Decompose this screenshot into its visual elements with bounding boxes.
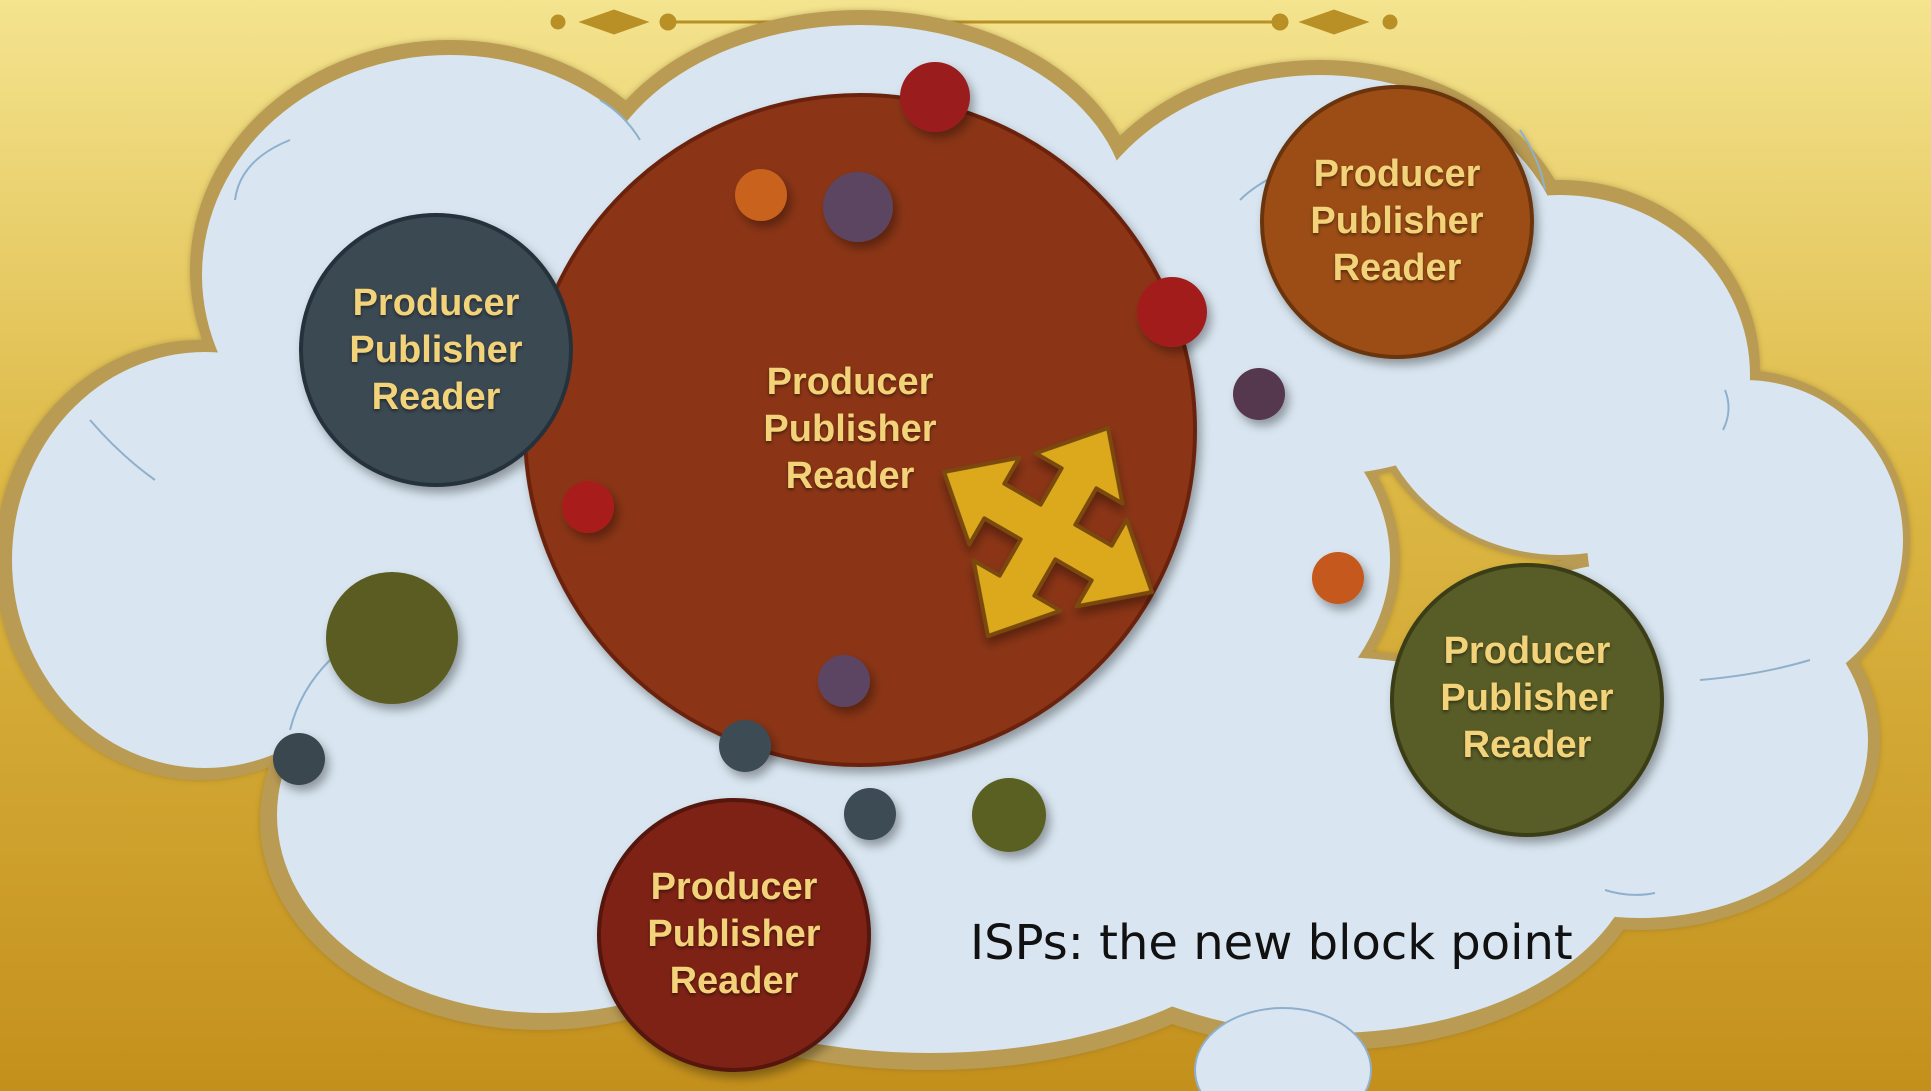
small-bubble-red[interactable]	[562, 481, 614, 533]
small-bubble-red[interactable]	[900, 62, 970, 132]
olive-node[interactable]	[1390, 563, 1664, 837]
label-reader: Reader	[1332, 247, 1462, 289]
orange-node[interactable]	[1260, 85, 1534, 359]
label-publisher: Publisher	[349, 329, 523, 371]
small-bubble-orange[interactable]	[1312, 552, 1364, 604]
small-bubble-purple[interactable]	[823, 172, 893, 242]
label-reader: Reader	[785, 455, 915, 497]
label-publisher: Publisher	[1310, 200, 1484, 242]
small-bubble-slate[interactable]	[844, 788, 896, 840]
caption-text: ISPs: the new block point	[970, 915, 1573, 971]
label-publisher: Publisher	[763, 408, 937, 450]
cloud-tail-bubble	[1194, 1007, 1372, 1091]
crimson-node[interactable]	[597, 798, 871, 1072]
central-node-label: Producer Publisher Reader	[735, 359, 965, 500]
slate-node[interactable]	[299, 213, 573, 487]
label-reader: Reader	[669, 960, 799, 1002]
small-bubble-purple[interactable]	[1233, 368, 1285, 420]
small-bubble-slate[interactable]	[719, 720, 771, 772]
label-producer: Producer	[1313, 153, 1481, 195]
small-bubble-slate[interactable]	[273, 733, 325, 785]
orange-node-label: Producer Publisher Reader	[1282, 151, 1512, 292]
olive-node-label: Producer Publisher Reader	[1412, 628, 1642, 769]
label-producer: Producer	[1443, 630, 1611, 672]
label-producer: Producer	[766, 361, 934, 403]
small-bubble-olive[interactable]	[326, 572, 458, 704]
crimson-node-label: Producer Publisher Reader	[619, 864, 849, 1005]
slate-node-label: Producer Publisher Reader	[321, 280, 551, 421]
small-bubble-olive[interactable]	[972, 778, 1046, 852]
small-bubble-purple[interactable]	[818, 655, 870, 707]
label-producer: Producer	[650, 866, 818, 908]
label-reader: Reader	[1462, 724, 1592, 766]
four-way-move-arrow-icon[interactable]	[884, 368, 1212, 696]
label-publisher: Publisher	[1440, 677, 1614, 719]
label-publisher: Publisher	[647, 913, 821, 955]
label-producer: Producer	[352, 282, 520, 324]
label-reader: Reader	[371, 376, 501, 418]
small-bubble-orange[interactable]	[735, 169, 787, 221]
small-bubble-red[interactable]	[1137, 277, 1207, 347]
